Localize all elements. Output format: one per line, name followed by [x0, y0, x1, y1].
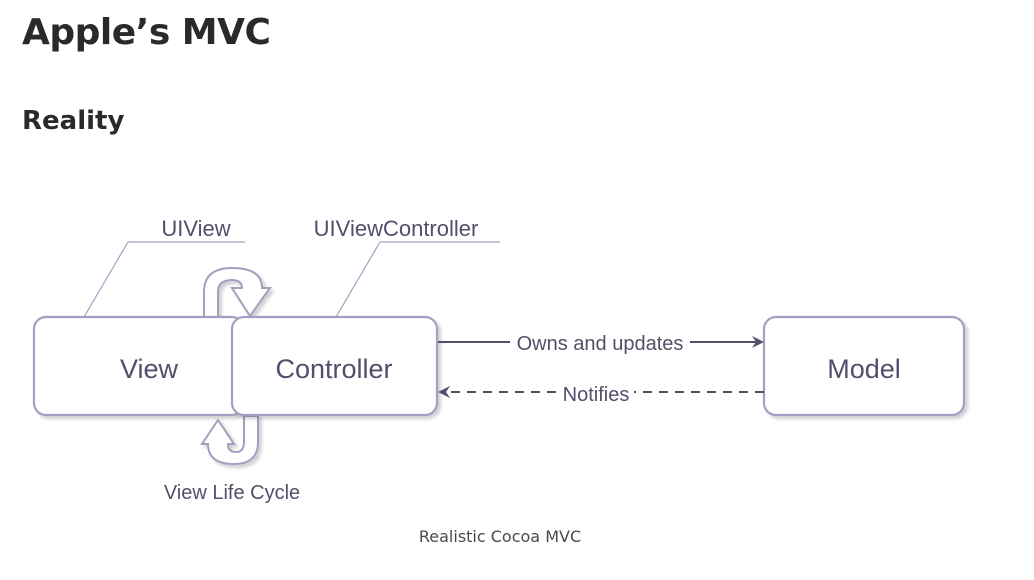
controller-node-label: Controller — [275, 354, 392, 384]
figure-caption: Realistic Cocoa MVC — [418, 527, 582, 546]
edge-notifies: Notifies — [438, 384, 764, 406]
model-node-label: Model — [827, 354, 901, 384]
lifecycle-bottom-arrow-icon — [200, 415, 259, 466]
callout-uiviewcontroller-label: UIViewController — [314, 216, 479, 241]
edge-owns-and-updates: Owns and updates — [438, 333, 764, 355]
callout-uiview-label: UIView — [161, 216, 230, 241]
edge-notifies-label: Notifies — [563, 384, 630, 406]
controller-node: Controller — [230, 315, 439, 417]
view-node-label: View — [120, 354, 179, 384]
view-node: View — [32, 315, 246, 417]
section-heading: Reality — [22, 106, 125, 136]
model-node: Model — [762, 315, 966, 417]
callout-uiview: UIView — [83, 216, 245, 318]
lifecycle-top-arrow-icon — [203, 266, 272, 319]
lifecycle-label: View Life Cycle — [164, 482, 300, 504]
page-title: Apple’s MVC — [22, 12, 271, 53]
callout-uiviewcontroller: UIViewController — [314, 216, 500, 318]
edge-owns-label: Owns and updates — [517, 333, 684, 355]
